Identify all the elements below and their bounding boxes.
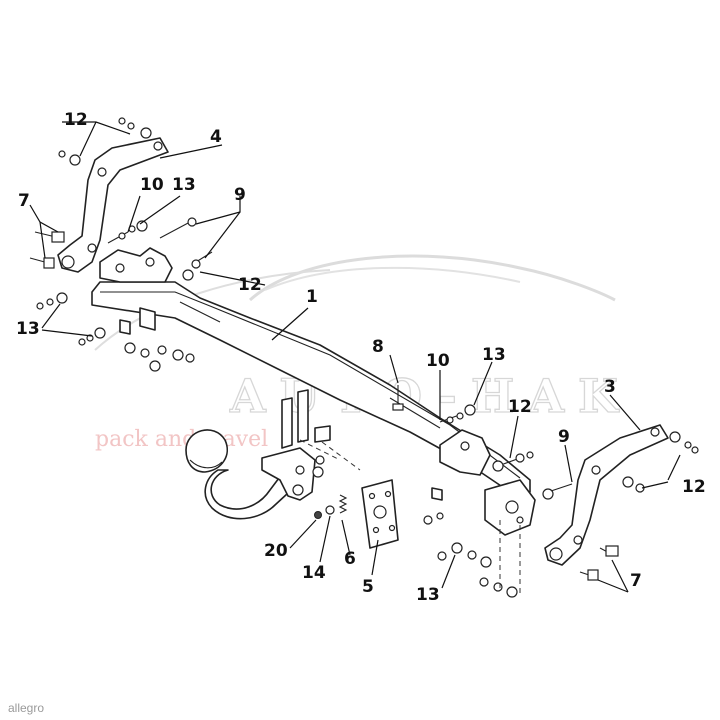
right-bracket-hardware — [579, 431, 699, 581]
beam-right-mount-plate — [431, 429, 536, 536]
centre-hardware — [392, 385, 573, 500]
label-13-right-top: 13 — [482, 345, 506, 365]
label-1: 1 — [306, 287, 318, 307]
label-7-left: 7 — [18, 191, 30, 211]
tow-ball-assembly — [185, 429, 325, 520]
label-13-left: 13 — [16, 319, 40, 339]
watermark-tagline: pack and travel — [95, 427, 268, 452]
label-7-right: 7 — [630, 571, 642, 591]
label-3: 3 — [604, 377, 616, 397]
leader-lines — [29, 121, 681, 593]
label-12-right: 12 — [682, 477, 706, 497]
label-6: 6 — [344, 549, 356, 569]
label-4: 4 — [210, 127, 222, 147]
beam-right-hardware — [423, 512, 521, 598]
label-10-left: 10 — [140, 175, 164, 195]
label-13-bottom: 13 — [416, 585, 440, 605]
left-bracket — [57, 137, 169, 273]
watermark-swoosh — [94, 269, 331, 351]
label-5: 5 — [362, 577, 374, 597]
corner-mark: allegro — [8, 701, 44, 715]
label-12-right-mid: 12 — [508, 397, 532, 417]
right-bracket — [544, 424, 669, 566]
label-8: 8 — [372, 337, 384, 357]
label-12-mid-left: 12 — [238, 275, 262, 295]
label-13-top-left: 13 — [172, 175, 196, 195]
beam-left-hardware — [124, 342, 195, 372]
callout-labels: 12 4 7 10 13 9 12 1 13 8 10 13 3 12 9 12… — [16, 110, 706, 605]
beam-left-mount-plate — [99, 247, 173, 335]
left-bracket-hardware — [29, 117, 213, 346]
hanger-plates — [281, 389, 361, 471]
label-20: 20 — [264, 541, 288, 561]
label-9-right: 9 — [558, 427, 570, 447]
label-10-right: 10 — [426, 351, 450, 371]
label-14: 14 — [302, 563, 326, 583]
label-9-left: 9 — [234, 185, 246, 205]
socket-plate-parts — [314, 479, 399, 549]
label-12-top-left: 12 — [64, 110, 88, 130]
